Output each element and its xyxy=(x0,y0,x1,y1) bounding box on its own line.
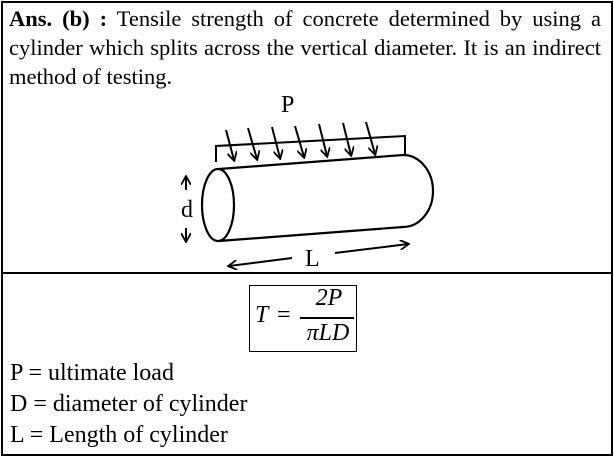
definition-diameter: D = diameter of cylinder xyxy=(10,391,248,417)
load-arrow xyxy=(271,126,280,158)
formula-lhs: T xyxy=(255,302,269,328)
load-arrow xyxy=(342,122,351,155)
load-plate xyxy=(215,134,406,162)
load-arrows xyxy=(225,121,375,160)
cylinder-body xyxy=(218,153,435,243)
definition-length: L = Length of cylinder xyxy=(10,422,228,448)
diameter-label: d xyxy=(181,197,193,223)
load-label: P xyxy=(281,92,294,118)
length-arrow xyxy=(229,244,408,266)
fraction-bar xyxy=(300,317,354,319)
cylinder-end xyxy=(200,167,236,243)
cylinder xyxy=(200,153,435,243)
length-label: L xyxy=(305,246,320,272)
answer-text: Tensile strength of concrete determined … xyxy=(9,6,601,89)
load-arrow xyxy=(365,121,375,154)
definition-load: P = ultimate load xyxy=(10,360,174,386)
answer-label: Ans. (b) : xyxy=(9,6,108,31)
load-arrow xyxy=(225,129,234,160)
formula-box xyxy=(249,285,357,352)
load-arrow xyxy=(318,123,327,156)
formula-denominator: πLD xyxy=(306,320,350,346)
answer-paragraph: Ans. (b) : Tensile strength of concrete … xyxy=(9,4,601,91)
formula-numerator: 2P xyxy=(315,285,343,311)
formula-equals: = xyxy=(277,302,291,328)
load-arrow xyxy=(294,125,304,157)
row-divider xyxy=(3,272,611,274)
load-arrow xyxy=(247,127,257,159)
